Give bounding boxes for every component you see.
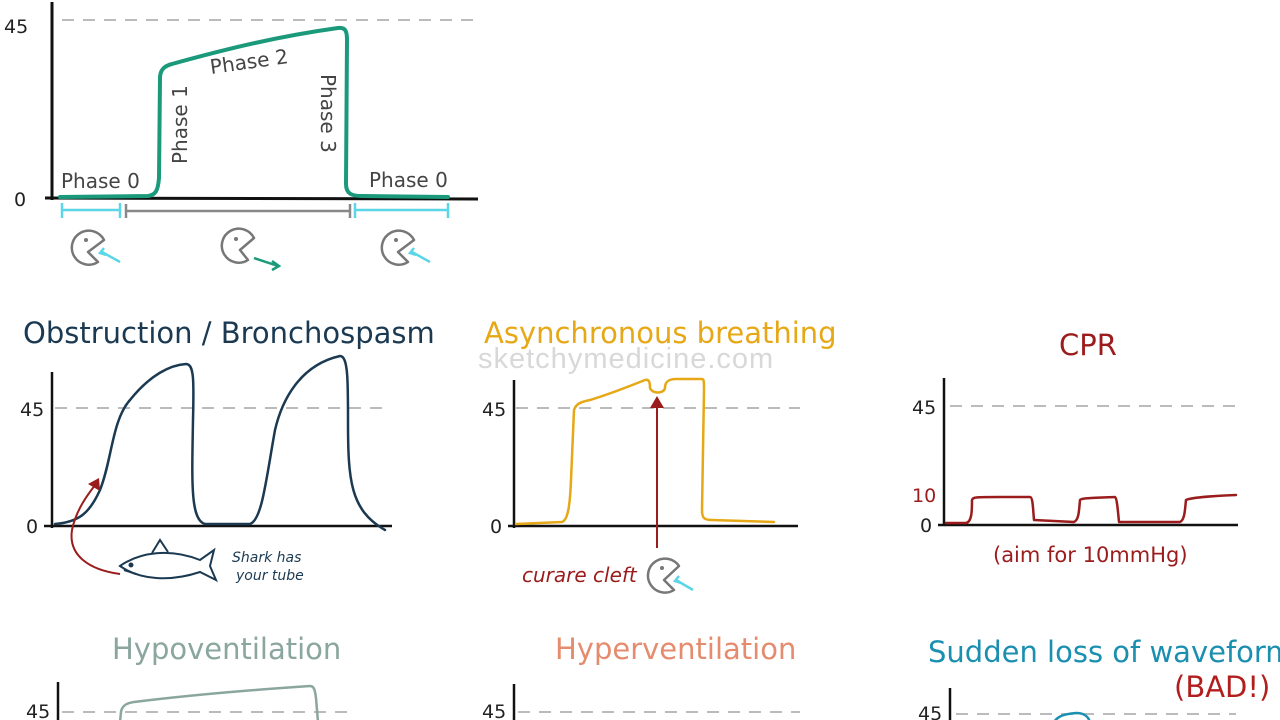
hyperventilation-title: Hyperventilation xyxy=(555,632,796,666)
hypoventilation-tick-45: 45 xyxy=(26,701,50,720)
inspiration-bracket-left xyxy=(60,203,122,218)
asynchronous-waveform xyxy=(514,377,776,526)
cpr-waveform xyxy=(944,493,1238,525)
obstruction-tick-45: 45 xyxy=(20,399,44,421)
obstruction-arrowhead xyxy=(88,478,100,491)
obstruction-waveform xyxy=(53,354,387,532)
main-waveform xyxy=(58,25,450,199)
panel-hypoventilation: Hypoventilation 45 xyxy=(26,632,348,720)
asynchronous-tick-45: 45 xyxy=(482,399,506,421)
curare-face-icon xyxy=(646,557,694,594)
main-capnogram: 45 0 Phase 0 Phase 1 Phase 2 Phase 3 Pha… xyxy=(4,2,480,272)
phase-3-label: Phase 3 xyxy=(316,74,340,153)
cpr-tick-45: 45 xyxy=(912,397,936,419)
obstruction-arrow xyxy=(70,483,121,575)
phase-0-right-label: Phase 0 xyxy=(369,168,448,192)
hypoventilation-title: Hypoventilation xyxy=(112,632,341,666)
sudden-loss-title: Sudden loss of waveform xyxy=(928,635,1280,669)
exhale-face-icon xyxy=(220,227,282,272)
hyperventilation-tick-45: 45 xyxy=(482,701,506,720)
shark-note-line2: your tube xyxy=(235,568,304,584)
sudden-loss-waveform xyxy=(1053,711,1091,720)
asynchronous-title: Asynchronous breathing xyxy=(484,316,837,350)
watermark: sketchymedicine.com xyxy=(478,343,774,375)
shark-icon xyxy=(118,538,218,583)
shark-note-line1: Shark has xyxy=(232,550,301,566)
inhale-face-icon xyxy=(70,229,121,266)
curare-arrowhead xyxy=(650,396,664,408)
cpr-tick-10: 10 xyxy=(912,485,936,507)
phase-1-label: Phase 1 xyxy=(168,85,192,164)
asynchronous-tick-0: 0 xyxy=(490,516,502,538)
panel-cpr: CPR 45 10 0 (aim for 10mmHg) xyxy=(912,328,1238,567)
cpr-title: CPR xyxy=(1059,328,1117,362)
inspiration-bracket-right xyxy=(353,203,450,218)
panel-obstruction: Obstruction / Bronchospasm 45 0 Shark ha… xyxy=(20,316,435,584)
cpr-note: (aim for 10mmHg) xyxy=(993,543,1188,567)
phase-0-left-label: Phase 0 xyxy=(61,169,140,193)
panel-hyperventilation: Hyperventilation 45 xyxy=(482,632,800,720)
panel-asynchronous: Asynchronous breathing sketchymedicine.c… xyxy=(478,316,837,594)
main-tick-45: 45 xyxy=(4,16,28,38)
cpr-tick-0: 0 xyxy=(920,515,932,537)
sudden-loss-subtitle: (BAD!) xyxy=(1174,670,1270,704)
curare-note: curare cleft xyxy=(522,563,638,587)
inhale-face-icon-right xyxy=(380,229,431,266)
main-tick-0: 0 xyxy=(14,189,26,211)
panel-sudden-loss: Sudden loss of waveform (BAD!) 45 xyxy=(918,635,1280,720)
obstruction-title: Obstruction / Bronchospasm xyxy=(23,316,435,350)
expiration-bracket xyxy=(124,204,352,218)
obstruction-tick-0: 0 xyxy=(26,516,38,538)
sudden-loss-tick-45: 45 xyxy=(918,703,942,720)
hypoventilation-waveform xyxy=(118,684,320,720)
